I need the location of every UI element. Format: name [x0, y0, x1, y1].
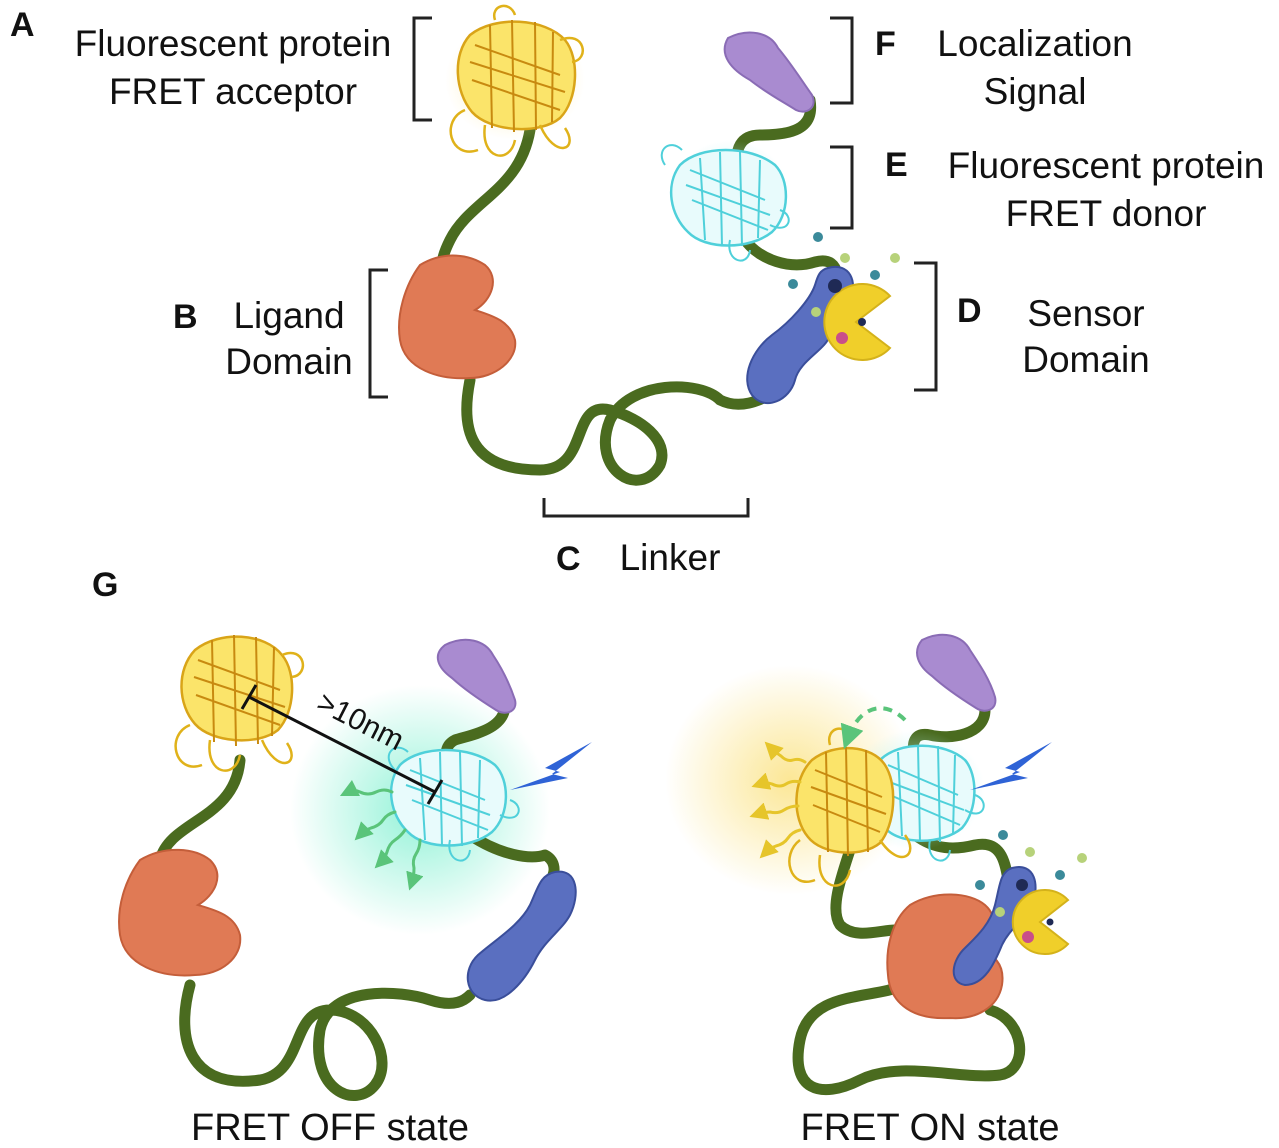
sensor-bracket — [914, 261, 938, 392]
donor-label-line1: Fluorescent protein — [948, 145, 1265, 186]
ligand-domain-blob-off — [118, 848, 242, 977]
localization-label-line1: Localization — [937, 23, 1132, 64]
donor-label-line2: FRET donor — [1006, 193, 1207, 234]
acceptor-fluorescent-protein-off — [174, 634, 305, 772]
localization-signal-blob — [723, 31, 815, 113]
top-construct: A Fluorescent protein FRET acceptor F Lo… — [10, 4, 1265, 578]
analyte-dots-top — [788, 232, 900, 344]
donor-fluorescent-protein-off — [387, 746, 520, 862]
donor-bracket — [830, 145, 854, 230]
ligand-label-line1: Ligand — [233, 295, 344, 336]
energy-transfer-arrow — [840, 706, 907, 750]
panel-letter-d: D — [957, 292, 982, 330]
panel-letter-a: A — [10, 6, 35, 44]
acceptor-label-line1: Fluorescent protein — [75, 23, 392, 64]
acceptor-label-line2: FRET acceptor — [109, 71, 357, 112]
ligand-label-line2: Domain — [225, 341, 353, 382]
analyte-dots-on — [975, 830, 1087, 943]
ligand-dot-on — [1046, 918, 1054, 926]
fret-on-construct: FRET ON state — [665, 633, 1087, 1148]
linker-chain-off — [154, 754, 476, 1101]
localization-label-line2: Signal — [984, 71, 1087, 112]
sensor-domain-blob-off — [466, 870, 577, 1002]
panel-letter-c: C — [556, 540, 581, 578]
linker-chain-on — [792, 844, 1026, 1096]
acceptor-fluorescent-protein-on — [788, 727, 912, 887]
panel-letter-f: F — [875, 25, 896, 63]
sensor-label-line2: Domain — [1022, 339, 1150, 380]
localization-signal-blob-on — [916, 633, 997, 712]
acceptor-bracket — [412, 16, 432, 122]
pacman-ligand-on — [1011, 889, 1070, 955]
green-emission-rays — [339, 779, 424, 891]
fret-off-state-label: FRET OFF state — [191, 1107, 469, 1148]
ligand-domain-blob — [398, 254, 517, 380]
linker-to-sensor-off — [464, 829, 560, 881]
distance-indicator — [240, 684, 444, 805]
donor-fluorescent-protein-top — [660, 140, 790, 262]
sensor-label-line1: Sensor — [1027, 293, 1144, 334]
linker-label: Linker — [620, 537, 721, 578]
excitation-lightning-icon-on — [970, 742, 1052, 790]
localization-bracket — [830, 16, 854, 105]
excitation-lightning-icon-off — [510, 742, 592, 790]
ligand-dot — [858, 318, 866, 326]
yellow-emission-rays — [749, 741, 807, 859]
panel-letter-g: G — [92, 566, 118, 604]
pacman-ligand — [823, 283, 892, 361]
panel-letter-e: E — [885, 146, 908, 184]
panel-letter-b: B — [173, 298, 198, 336]
acceptor-fluorescent-protein-top — [445, 4, 585, 157]
linker-bracket — [542, 498, 750, 518]
fret-on-state-label: FRET ON state — [800, 1107, 1059, 1148]
fret-off-construct: G >10nm — [92, 566, 592, 1148]
ligand-domain-blob-on — [886, 893, 1004, 1020]
localization-signal-blob-off — [436, 638, 517, 714]
ligand-bracket — [368, 268, 388, 399]
